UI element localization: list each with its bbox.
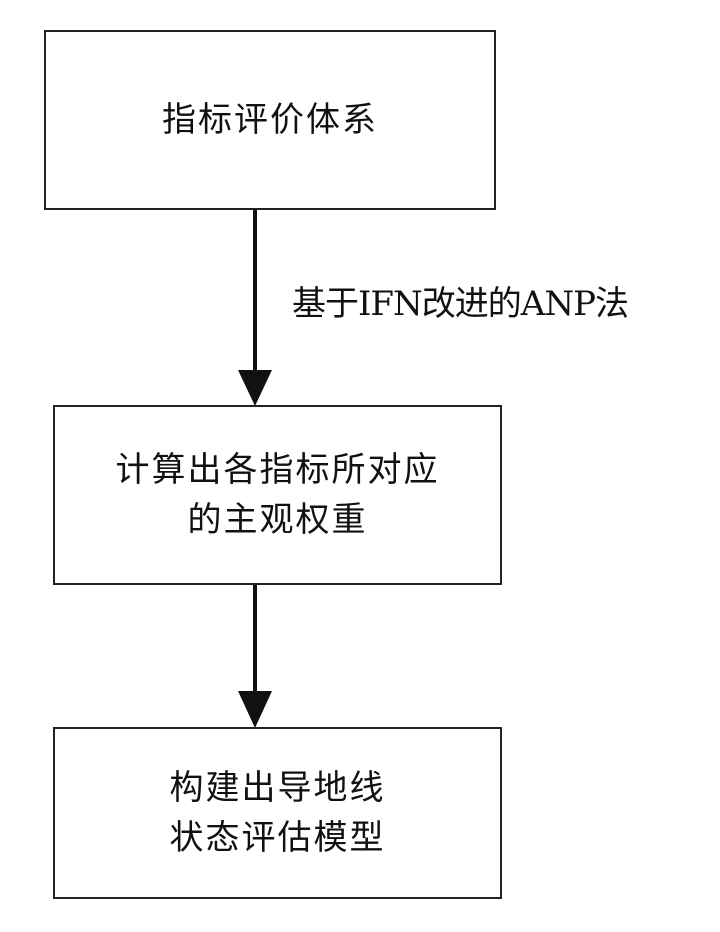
node-compute-subjective-weights: 计算出各指标所对应 的主观权重 [53,405,502,585]
node-label: 构建出导地线 状态评估模型 [170,763,386,863]
arrow-head [238,691,272,728]
arrow-step1-to-step2 [230,210,280,406]
arrow-head [238,370,272,406]
node-label: 计算出各指标所对应 的主观权重 [116,445,440,545]
node-index-evaluation-system: 指标评价体系 [44,30,496,210]
node-build-conductor-assessment-model: 构建出导地线 状态评估模型 [53,727,502,899]
arrow-step2-to-step3 [230,585,280,728]
edge-label: 基于IFN改进的ANP法 [292,282,628,326]
node-label: 指标评价体系 [162,95,378,145]
